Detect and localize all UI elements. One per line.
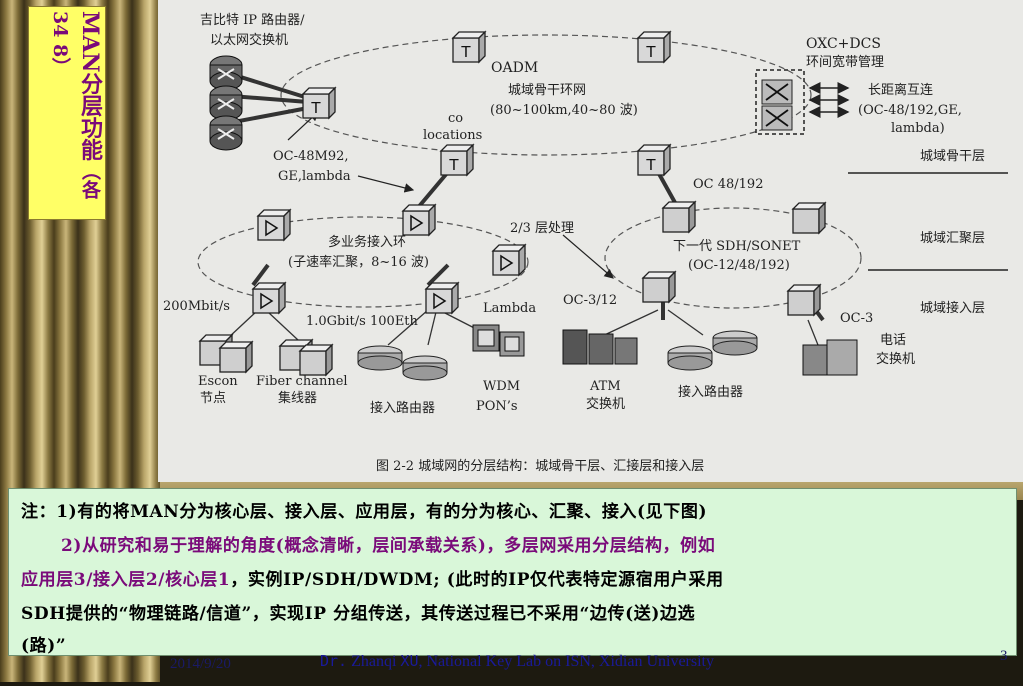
- label-sdh-name: 下一代 SDH/SONET: [673, 239, 801, 254]
- label-eth100: 100Eth: [370, 314, 419, 329]
- slide-title-sub: （各34 8）: [49, 11, 101, 199]
- label-layer-core: 城域骨干层: [920, 149, 985, 164]
- label-atm1: ATM: [589, 379, 621, 394]
- label-core-ring-spec: (80~100km,40~80 波): [490, 103, 638, 118]
- label-multi-ring-spec: (子速率汇聚，8~16 波): [288, 254, 429, 270]
- label-multi-ring-name: 多业务接入环: [328, 234, 406, 250]
- label-locations: locations: [423, 128, 482, 143]
- label-lambda: lambda): [891, 121, 945, 136]
- label-oc48-192: OC 48/192: [693, 177, 763, 192]
- figure-caption: 图 2-2 城域网的分层结构：城域骨干层、汇接层和接入层: [376, 458, 704, 474]
- label-wdm1: WDM: [483, 379, 520, 394]
- author-surname: XU: [400, 652, 419, 670]
- label-phone2: 交换机: [876, 351, 915, 367]
- slide-title-box: MAN分层功能（各34 8）: [28, 6, 106, 220]
- slide-title-main: MAN分层功能: [77, 11, 103, 161]
- diagram-svg: T: [163, 12, 1008, 474]
- label-l23: 2/3 层处理: [510, 221, 574, 236]
- label-layer-access: 城域接入层: [920, 300, 985, 316]
- page-number: 3: [1000, 648, 1008, 664]
- note-line-1: 注：1)有的将MAN分为核心层、接入层、应用层，有的分为核心、汇聚、接入(见下图…: [21, 497, 707, 522]
- label-fc2: 集线器: [278, 390, 317, 406]
- note-line1-text: 1)有的将MAN分为核心层、接入层、应用层，有的分为核心、汇聚、接入(见下图): [56, 502, 708, 522]
- label-bw-mgmt: 环间宽带管理: [806, 54, 884, 70]
- label-oxc-dcs: OXC+DCS: [806, 36, 881, 52]
- label-oc3: OC-3: [840, 311, 873, 326]
- label-atm2: 交换机: [586, 396, 625, 412]
- label-layer-agg: 城域汇聚层: [920, 231, 985, 246]
- label-escon1: Escon: [198, 374, 238, 389]
- label-long-haul: 长距离互连: [868, 82, 933, 98]
- multi-service-ring: [197, 216, 529, 308]
- note-line3-purple: 应用层3/接入层2/核心层1: [21, 570, 231, 590]
- label-sdh-spec: (OC-12/48/192): [688, 258, 790, 273]
- footer-date: 2014/9/20: [170, 656, 231, 672]
- label-oc48-left2: GE,lambda: [278, 169, 351, 184]
- label-wdm2: PON’s: [476, 399, 518, 414]
- label-co: co: [448, 111, 463, 126]
- sdh-ring: [604, 207, 862, 309]
- label-access-router-left: 接入路由器: [370, 400, 435, 416]
- label-core-ring-name: 城域骨干环网: [508, 83, 586, 98]
- label-fc1: Fiber channel: [256, 374, 348, 389]
- author-prefix: Dr.: [320, 652, 348, 670]
- note-line-3: 应用层3/接入层2/核心层1，实例IP/SDH/DWDM; (此时的IP仅代表特…: [21, 565, 724, 590]
- note-box: 注：1)有的将MAN分为核心层、接入层、应用层，有的分为核心、汇聚、接入(见下图…: [8, 488, 1017, 656]
- footer-author: Dr. Zhanqi XU, National Key Lab on ISN, …: [320, 652, 714, 682]
- note-line-2: 2)从研究和易于理解的角度(概念清晰，层间承载关系)，多层网采用分层结构，例如: [61, 536, 716, 556]
- note-line3-rest: ，实例IP/SDH/DWDM; (此时的IP仅代表特定源宿用户采用: [230, 570, 724, 590]
- label-access-router-right: 接入路由器: [678, 384, 743, 400]
- label-oc48-left1: OC-48M92,: [273, 149, 349, 164]
- author-name: Zhanqi: [351, 653, 397, 670]
- label-lambda2: Lambda: [483, 301, 536, 316]
- label-rate-200m: 200Mbit/s: [163, 299, 230, 314]
- label-ethernet-switch: 以太网交换机: [210, 32, 288, 48]
- label-oc3-12: OC-3/12: [563, 293, 617, 308]
- label-rate-1g: 1.0Gbit/s: [306, 314, 366, 329]
- slide-title: MAN分层功能（各34 8）: [29, 11, 105, 215]
- note-line-4: SDH提供的“物理链路/信道”，实现IP 分组传送，其传送过程已不采用“边传(送…: [21, 604, 696, 624]
- note-line-5: (路)”: [21, 636, 67, 656]
- label-phone1: 电话: [880, 333, 906, 348]
- note-prefix: 注：: [21, 502, 57, 522]
- author-lab: , National Key Lab on ISN, Xidian Univer…: [418, 653, 714, 670]
- man-layer-diagram: T: [158, 0, 1023, 482]
- label-long-haul-spec: (OC-48/192,GE,: [858, 103, 962, 118]
- label-escon2: 节点: [200, 391, 226, 406]
- label-oadm: OADM: [491, 60, 538, 76]
- label-gigabit-router: 吉比特 IP 路由器/: [200, 12, 305, 28]
